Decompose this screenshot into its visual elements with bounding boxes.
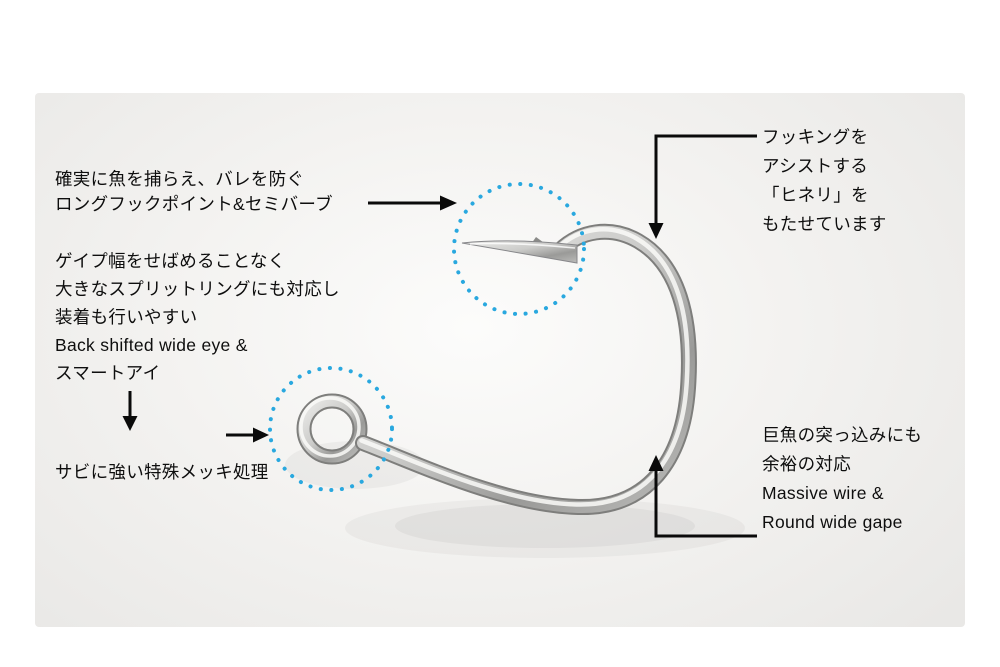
point-highlight-circle: [452, 182, 586, 316]
annotation-line: ゲイプ幅をせばめることなく: [55, 251, 286, 271]
annotation-line: 大きなスプリットリングにも対応し: [55, 279, 340, 299]
annotation-line: 余裕の対応: [762, 454, 851, 474]
annotation-line: アシストする: [762, 156, 869, 176]
annotation-line: 巨魚の突っ込みにも: [762, 425, 923, 445]
annotation-line: Massive wire &: [762, 483, 884, 503]
wire-arrowhead-icon: [648, 455, 664, 471]
annotation-plating: サビに強い特殊メッキ処理: [55, 460, 269, 485]
annotation-line: フッキングを: [762, 127, 869, 147]
annotation-line: 装着も行いやすい: [55, 307, 198, 327]
twist-leader-line: [654, 134, 757, 226]
wire-leader-line: [654, 468, 757, 538]
eye-highlight-circle: [268, 366, 394, 492]
annotation-line: Back shifted wide eye &: [55, 335, 248, 355]
annotation-line: 確実に魚を捕らえ、バレを防ぐ: [55, 169, 305, 189]
annotation-wire: 巨魚の突っ込みにも 余裕の対応 Massive wire & Round wid…: [762, 421, 922, 537]
annotation-twist: フッキングを アシストする 「ヒネリ」を もたせています: [762, 123, 887, 239]
annotation-line: ロングフックポイント&セミバーブ: [55, 194, 333, 214]
twist-arrowhead-icon: [648, 223, 664, 239]
annotation-line: Round wide gape: [762, 512, 903, 532]
annotation-hook-point: 確実に魚を捕らえ、バレを防ぐ ロングフックポイント&セミバーブ: [55, 167, 333, 217]
annotation-line: サビに強い特殊メッキ処理: [55, 462, 269, 482]
annotation-wide-eye: ゲイプ幅をせばめることなく 大きなスプリットリングにも対応し 装着も行いやすい …: [55, 247, 340, 387]
annotation-line: 「ヒネリ」を: [762, 185, 869, 205]
eye-down-arrowhead-icon: [122, 416, 138, 431]
point-arrowhead-icon: [440, 195, 457, 211]
annotation-line: もたせています: [762, 214, 887, 234]
plating-arrowhead-icon: [253, 427, 269, 443]
annotation-line: スマートアイ: [55, 363, 161, 383]
fishing-hook: [296, 223, 697, 516]
photo-background: [35, 93, 965, 627]
